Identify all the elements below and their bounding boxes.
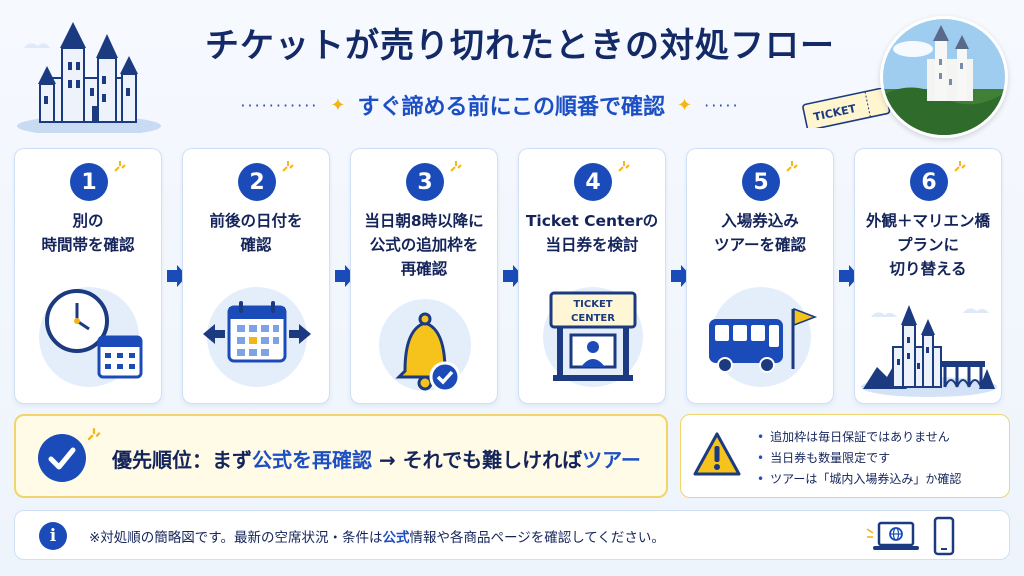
- footer-note: i ※対処順の簡略図です。最新の空席状況・条件は公式情報や各商品ページを確認して…: [14, 510, 1010, 560]
- caution-item: ツアーは「城内入場券込み」か確認: [757, 469, 961, 490]
- warning-icon: [693, 432, 741, 476]
- footer-text-pre: ※対処順の簡略図です。最新の空席状況・条件は: [89, 530, 383, 546]
- ticket-center-sign-line1: TICKET: [573, 299, 612, 310]
- step-number: 6: [910, 163, 948, 201]
- step-text: 外観＋マリエン橋 プランに 切り替える: [865, 212, 990, 278]
- sparkle-icon: [87, 428, 101, 441]
- priority-label: 優先順位：まず: [112, 448, 252, 472]
- step-number: 3: [406, 163, 444, 201]
- footer-text: ※対処順の簡略図です。最新の空席状況・条件は公式情報や各商品ページを確認してくだ…: [89, 526, 665, 546]
- step-text: 前後の日付を 確認: [209, 212, 303, 254]
- sparkle-icon: ✦: [330, 94, 346, 116]
- step-card-2: 2 前後の日付を 確認: [182, 148, 330, 404]
- calendar-icon: [203, 301, 311, 363]
- page-title: チケットが売り切れたときの対処フロー: [205, 26, 835, 66]
- footer-text-highlight: 公式: [382, 530, 410, 546]
- bus-icon: [709, 307, 818, 373]
- step-text: 入場券込み ツアーを確認: [713, 212, 807, 254]
- step-card-6: 6 外観＋マリエン橋 プランに 切り替える: [854, 148, 1002, 404]
- priority-box: 優先順位：まず公式を再確認 → それでも難しければツアー: [14, 414, 668, 498]
- step-text: Ticket Centerの 当日券を検討: [525, 212, 659, 254]
- ticket-icon: TICKET: [802, 88, 891, 128]
- caution-list: 追加枠は毎日保証ではありません 当日券も数量限定です ツアーは「城内入場券込み」…: [757, 427, 961, 490]
- sparkle-icon: [786, 161, 798, 172]
- sparkle-icon: [282, 161, 294, 172]
- caution-item: 当日券も数量限定です: [757, 448, 961, 469]
- step-card-5: 5 入場券込み ツアーを確認: [686, 148, 834, 404]
- step-card-4: 4 Ticket Centerの 当日券を検討 TICKET CENTER: [518, 148, 666, 404]
- priority-mid: → それでも難しければ: [372, 448, 583, 472]
- sparkle-icon: [618, 161, 630, 172]
- step-number: 1: [70, 163, 108, 201]
- step-card-1: 1 別の 時間帯を確認: [14, 148, 162, 404]
- ticket-center-sign-line2: CENTER: [571, 313, 615, 324]
- check-icon: [38, 434, 86, 482]
- priority-highlight-tour: ツアー: [582, 448, 641, 472]
- subtitle-row: ··········· ✦ すぐ諦める前にこの順番で確認 ✦ ·····: [180, 88, 800, 122]
- step-list: 1 別の 時間帯を確認 2 前後の日付を 確認: [14, 148, 1010, 404]
- castle-photo: [880, 16, 1008, 138]
- dotted-line-left: ···········: [240, 95, 319, 115]
- step-card-3: 3 当日朝8時以降に 公式の追加枠を 再確認: [350, 148, 498, 404]
- priority-text: 優先順位：まず公式を再確認 → それでも難しければツアー: [112, 444, 641, 473]
- laptop-icon: [866, 521, 919, 550]
- castle-icon: [17, 22, 161, 133]
- sparkle-icon: [450, 161, 462, 172]
- dotted-line-right: ·····: [704, 95, 740, 115]
- priority-highlight-official: 公式を再確認: [252, 448, 372, 472]
- step-number: 4: [574, 163, 612, 201]
- footer-text-post: 情報や各商品ページを確認してください。: [409, 530, 665, 546]
- subtitle: すぐ諦める前にこの順番で確認: [357, 95, 666, 120]
- castle-bridge-icon: [861, 305, 997, 397]
- bell-icon: [395, 312, 461, 393]
- ticket-center-icon: TICKET CENTER: [549, 291, 637, 381]
- caution-item: 追加枠は毎日保証ではありません: [757, 427, 961, 448]
- flag-icon: [793, 307, 818, 327]
- sparkle-icon: [114, 161, 126, 172]
- info-icon: i: [39, 522, 67, 550]
- step-number: 5: [742, 163, 780, 201]
- phone-icon: [933, 516, 955, 556]
- clock-icon: [45, 289, 143, 379]
- sparkle-icon: [954, 161, 966, 172]
- step-number: 2: [238, 163, 276, 201]
- step-text: 当日朝8時以降に 公式の追加枠を 再確認: [364, 212, 484, 278]
- step-text: 別の 時間帯を確認: [41, 212, 135, 254]
- caution-box: 追加枠は毎日保証ではありません 当日券も数量限定です ツアーは「城内入場券込み」…: [680, 414, 1010, 498]
- sparkle-icon: ✦: [677, 94, 693, 116]
